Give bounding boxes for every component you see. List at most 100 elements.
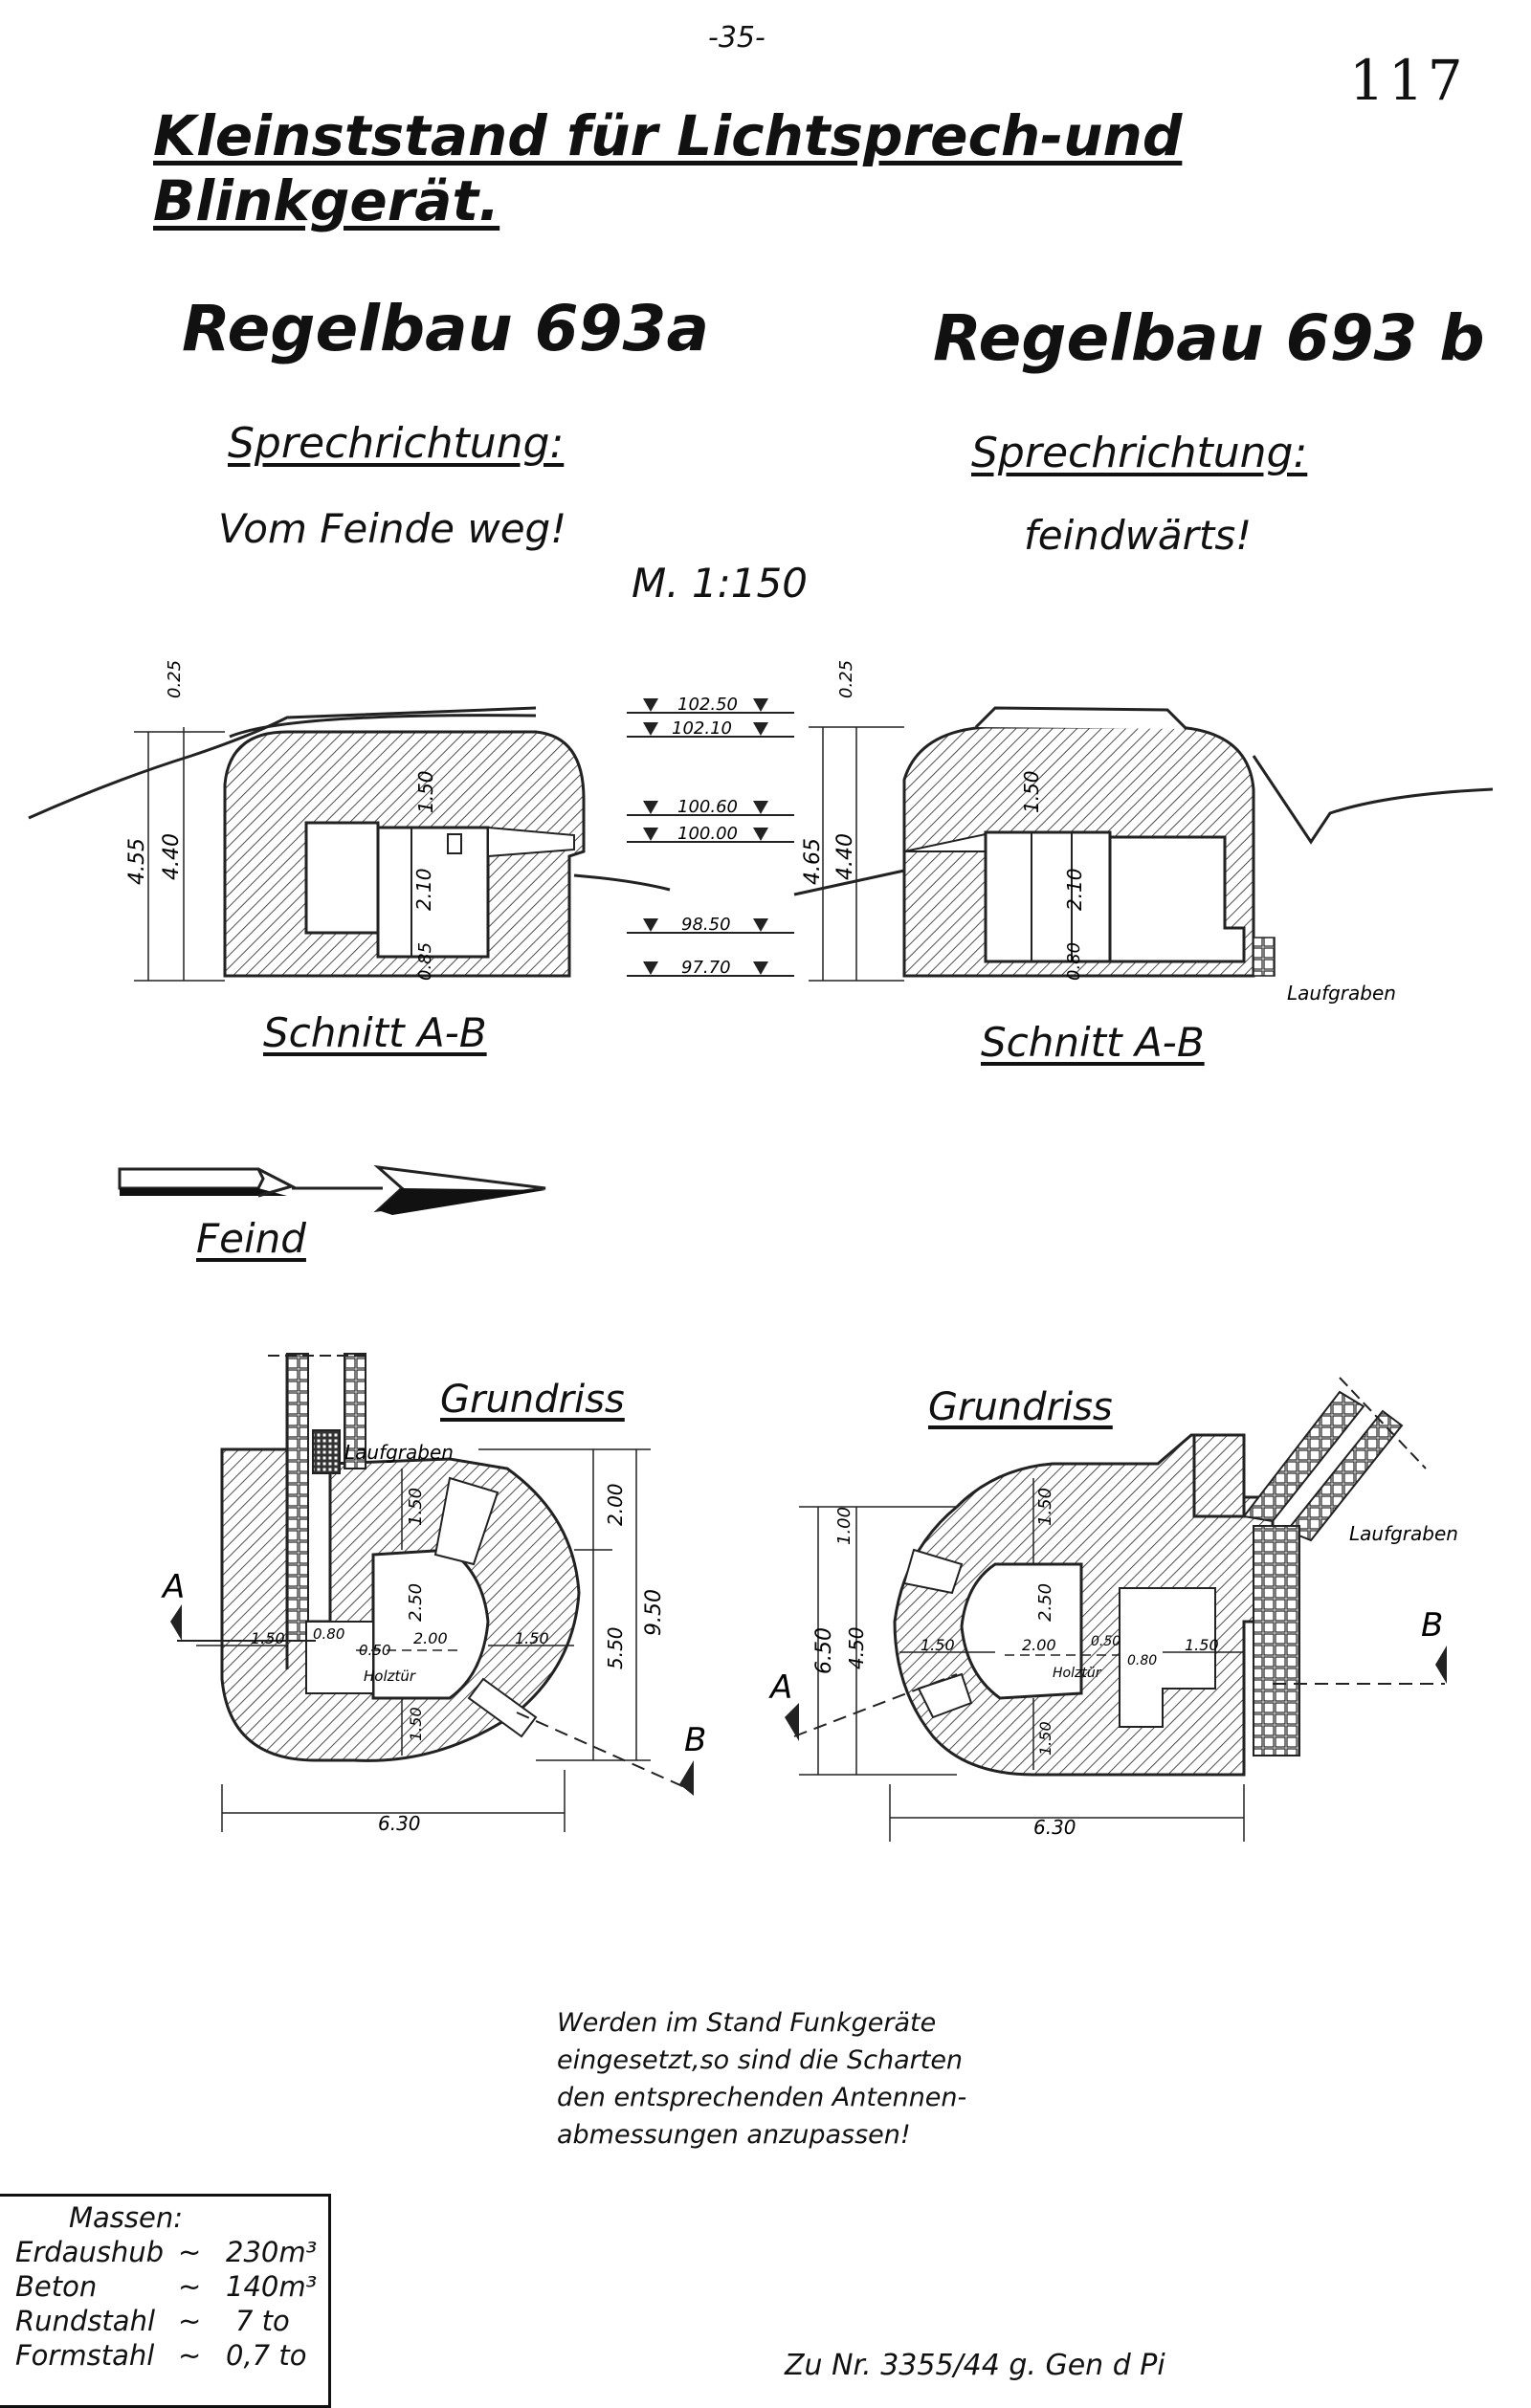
plan-b-dim-150-right: 1.50	[1185, 1636, 1219, 1654]
plan-b-door-label: Holztür	[1053, 1666, 1102, 1681]
massen-value: 7 to	[235, 2305, 290, 2337]
plan-a-dim-150-top: 1.50	[406, 1488, 426, 1526]
massen-item: Formstahl	[15, 2339, 155, 2372]
massen-row: Rundstahl ~ 7 to	[0, 2304, 328, 2338]
plan-a-dim-200: 2.00	[604, 1483, 627, 1526]
variant-b-direction-value: feindwärts!	[1024, 512, 1253, 559]
plan-a-trench-label: Laufgraben	[344, 1441, 454, 1464]
section-a-side-room	[304, 821, 380, 935]
massen-value: 230m³	[226, 2236, 318, 2268]
plan-b-trench-wall	[1242, 1390, 1365, 1523]
plan-a-label: Grundriss	[440, 1378, 625, 1422]
section-b-dim-floor: 0.80	[1064, 942, 1084, 981]
plan-a-point-a: A	[161, 1568, 185, 1606]
note-line-1: Werden im Stand Funkgeräte	[557, 2008, 937, 2038]
section-a-dim-top: 0.25	[165, 660, 185, 698]
plan-a-dim-150-left: 1.50	[251, 1629, 285, 1647]
plan-a-trench-wall-right	[344, 1353, 366, 1469]
variant-b-name: Regelbau 693 b	[933, 301, 1485, 375]
plan-a-grate	[312, 1429, 341, 1474]
section-a-terrain-right	[573, 873, 671, 892]
plan-a-dim-150-right: 1.50	[515, 1629, 549, 1647]
massen-row: Formstahl ~ 0,7 to	[0, 2338, 328, 2373]
note-line-2: eingesetzt,so sind die Scharten	[557, 2045, 964, 2075]
massen-sep: ~	[178, 2236, 202, 2268]
section-b-label: Schnitt A-B	[981, 1019, 1205, 1066]
level-3: 100.60	[677, 797, 738, 817]
level-5: 98.50	[681, 915, 731, 935]
variant-a-name: Regelbau 693a	[182, 292, 709, 365]
plan-b-dim-150-left: 1.50	[921, 1636, 955, 1654]
plan-a-trench-wall-left	[286, 1353, 309, 1642]
note-block: Werden im Stand Funkgeräte eingesetzt,so…	[557, 2004, 966, 2154]
massen-item: Erdaushub	[15, 2236, 165, 2268]
section-b-terrain-right	[1252, 755, 1494, 845]
massen-sep: ~	[178, 2339, 202, 2372]
plan-b-entry	[1119, 1587, 1216, 1728]
plan-a-room	[371, 1548, 490, 1700]
plan-b-dim-100: 1.00	[834, 1507, 854, 1545]
plan-b-dim-650: 6.50	[812, 1627, 836, 1674]
level-2: 102.10	[672, 718, 732, 739]
level-6: 97.70	[681, 958, 731, 978]
section-b-room	[984, 830, 1112, 963]
section-b-dim-roof: 1.50	[1020, 770, 1043, 813]
note-line-3: den entsprechenden Antennen-	[557, 2083, 967, 2112]
plan-b-dim-150-top: 1.50	[1035, 1488, 1055, 1526]
plan-a-dim-150-bottom: 1.50	[407, 1707, 425, 1741]
massen-row: Erdaushub ~ 230m³	[0, 2235, 328, 2269]
massen-item: Rundstahl	[15, 2305, 156, 2337]
section-a-dim-floor: 0.85	[415, 942, 435, 981]
section-b-dim-inner: 4.40	[833, 833, 857, 880]
plan-b-label: Grundriss	[928, 1385, 1113, 1429]
plan-b-dim-050: 0.50	[1091, 1634, 1121, 1649]
massen-sep: ~	[178, 2305, 202, 2337]
sheet-number: 117	[1349, 48, 1467, 113]
note-line-4: abmessungen anzupassen!	[557, 2120, 911, 2150]
plan-a-dim-080: 0.80	[313, 1625, 344, 1643]
plan-a-point-b: B	[684, 1721, 706, 1759]
massen-table: Massen: Erdaushub ~ 230m³ Beton ~ 140m³ …	[0, 2194, 331, 2408]
scale-label: M. 1:150	[632, 560, 808, 607]
plan-b-dim-150-bottom: 1.50	[1036, 1721, 1054, 1756]
plan-b-trench-label: Laufgraben	[1349, 1522, 1458, 1545]
section-drawings: 0.25 4.55 4.40 1.50 2.10 0.85 102.50 102…	[28, 660, 1494, 1005]
section-a-dim-total: 4.55	[125, 838, 149, 885]
enemy-label: Feind	[196, 1215, 306, 1262]
page-number: -35-	[708, 21, 766, 55]
plan-a-dim-250: 2.50	[406, 1583, 426, 1622]
section-b-dim-room: 2.10	[1063, 868, 1086, 911]
plan-a-dim-200-room: 2.00	[413, 1629, 448, 1647]
massen-title: Massen:	[69, 2201, 184, 2234]
plan-a-dim-050: 0.50	[359, 1642, 390, 1659]
section-a-dim-inner: 4.40	[160, 833, 184, 880]
plan-a-dim-950: 9.50	[642, 1589, 666, 1636]
section-a-dim-room: 2.10	[412, 868, 435, 911]
plan-b-dim-630: 6.30	[1033, 1816, 1076, 1839]
plan-b-room	[960, 1562, 1083, 1700]
section-b-terrain-left	[793, 869, 905, 896]
variant-a-direction-value: Vom Feinde weg!	[218, 505, 567, 552]
massen-value: 0,7 to	[226, 2339, 307, 2372]
section-a-label: Schnitt A-B	[263, 1009, 487, 1056]
plan-a-entry	[305, 1621, 374, 1694]
section-b-dim-total: 4.65	[801, 838, 825, 885]
plan-a-dim-550: 5.50	[604, 1626, 627, 1669]
section-b-dim-top: 0.25	[836, 660, 856, 698]
section-a-embrasure	[487, 826, 575, 858]
massen-sep: ~	[178, 2270, 202, 2303]
massen-item: Beton	[15, 2270, 98, 2303]
plan-b-point-a: A	[768, 1668, 792, 1707]
plan-b-dim-450: 4.50	[845, 1626, 868, 1669]
plan-drawings: A B Laufgraben 2.00 9.50 5.50 1.50 2.50 …	[161, 1353, 1458, 1842]
plan-b-dim-080: 0.80	[1127, 1653, 1157, 1668]
level-4: 100.00	[677, 824, 738, 844]
plan-a-dim-630: 6.30	[378, 1812, 421, 1835]
variant-a-direction-label: Sprechrichtung:	[228, 419, 565, 468]
section-b-side-room	[1108, 835, 1246, 963]
variant-b-direction-label: Sprechrichtung:	[971, 429, 1308, 477]
section-b-trench-label: Laufgraben	[1287, 982, 1396, 1005]
enemy-arrow	[118, 1164, 546, 1215]
massen-value: 140m³	[226, 2270, 318, 2303]
plan-b-dim-250: 2.50	[1035, 1583, 1055, 1622]
